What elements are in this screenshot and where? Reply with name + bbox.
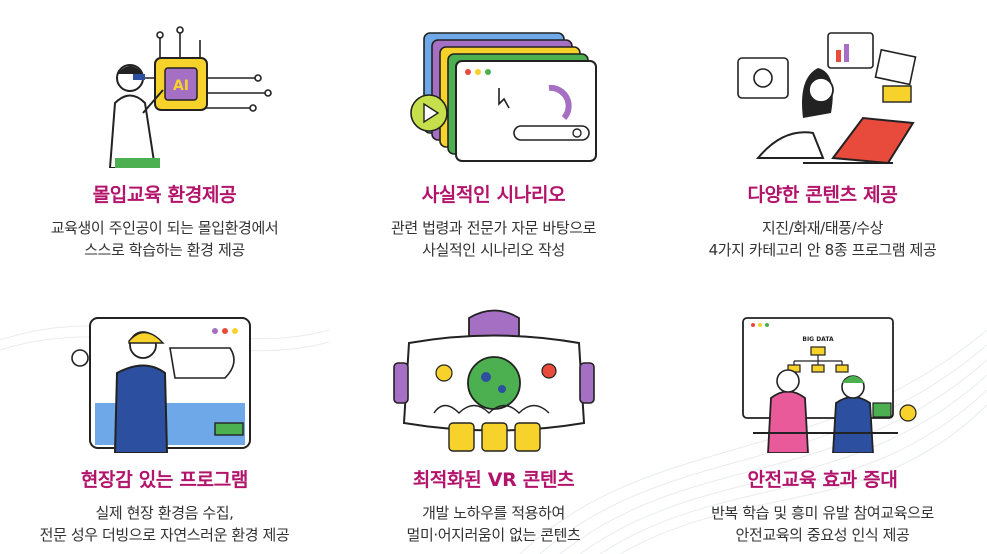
person-with-scroll-illustration — [70, 317, 251, 453]
browser-windows-illustration — [409, 32, 597, 162]
feature-description-line: 반복 학습 및 흥미 유발 참여교육으로 — [711, 504, 934, 522]
feature-title: 다양한 콘텐츠 제공 — [747, 184, 898, 206]
feature-title: 몰입교육 환경제공 — [92, 184, 237, 206]
feature-description-line: 관련 법령과 전문가 자문 바탕으로 — [390, 219, 597, 237]
feature-card-vr: 최적화된 VR 콘텐츠 개발 노하우를 적용하여 멀미·어지러움이 없는 콘텐츠 — [329, 277, 658, 554]
feature-description: 관련 법령과 전문가 자문 바탕으로 사실적인 시나리오 작성 — [391, 217, 596, 261]
feature-description-line: 실제 현장 환경음 수집, — [95, 504, 234, 522]
laptop-person-illustration — [736, 32, 916, 165]
feature-description-line: 교육생이 주인공이 되는 몰입환경에서 — [50, 219, 279, 237]
feature-description-line: 전문 성우 더빙으로 자연스러운 환경 제공 — [39, 526, 290, 544]
feature-title: 현장감 있는 프로그램 — [80, 469, 249, 491]
feature-description-line: 안전교육의 중요성 인식 제공 — [735, 526, 910, 544]
big-data-board-illustration: BIG DATA — [741, 317, 917, 453]
feature-card-contents: 다양한 콘텐츠 제공 지진/화재/태풍/수상 4가지 카테고리 안 8종 프로그… — [658, 0, 987, 277]
ai-chip-person-illustration: AI — [108, 26, 272, 168]
feature-description-line: 멀미·어지러움이 없는 콘텐츠 — [406, 526, 581, 544]
feature-title: 안전교육 효과 증대 — [747, 469, 898, 491]
feature-description: 개발 노하우를 적용하여 멀미·어지러움이 없는 콘텐츠 — [407, 502, 581, 546]
chip-label: AI — [172, 78, 188, 94]
feature-description-line: 스스로 학습하는 환경 제공 — [84, 241, 245, 259]
feature-description: 실제 현장 환경음 수집, 전문 성우 더빙으로 자연스러운 환경 제공 — [40, 502, 290, 546]
vr-headset-illustration — [392, 309, 595, 452]
feature-description-line: 개발 노하우를 적용하여 — [422, 504, 565, 522]
feature-description: 지진/화재/태풍/수상 4가지 카테고리 안 8종 프로그램 제공 — [709, 217, 937, 261]
feature-title: 사실적인 시나리오 — [421, 184, 566, 206]
feature-description: 교육생이 주인공이 되는 몰입환경에서 스스로 학습하는 환경 제공 — [51, 217, 279, 261]
feature-description-line: 사실적인 시나리오 작성 — [422, 241, 565, 259]
feature-card-scenario: 사실적인 시나리오 관련 법령과 전문가 자문 바탕으로 사실적인 시나리오 작… — [329, 0, 658, 277]
board-label: BIG DATA — [802, 336, 834, 343]
feature-card-immersive: AI 몰입교육 환경제공 교육생이 주인공이 되는 몰입환경에서 스스로 학습하… — [0, 0, 329, 277]
feature-title: 최적화된 VR 콘텐츠 — [412, 469, 575, 491]
feature-card-realism: 현장감 있는 프로그램 실제 현장 환경음 수집, 전문 성우 더빙으로 자연스… — [0, 277, 329, 554]
feature-description: 반복 학습 및 흥미 유발 참여교육으로 안전교육의 중요성 인식 제공 — [711, 502, 934, 546]
feature-card-effect: BIG DATA 안전교육 효과 증대 반복 학습 및 흥미 유발 참여교육으로… — [658, 277, 987, 554]
feature-description-line: 4가지 카테고리 안 8종 프로그램 제공 — [708, 241, 937, 259]
feature-description-line: 지진/화재/태풍/수상 — [761, 219, 884, 237]
